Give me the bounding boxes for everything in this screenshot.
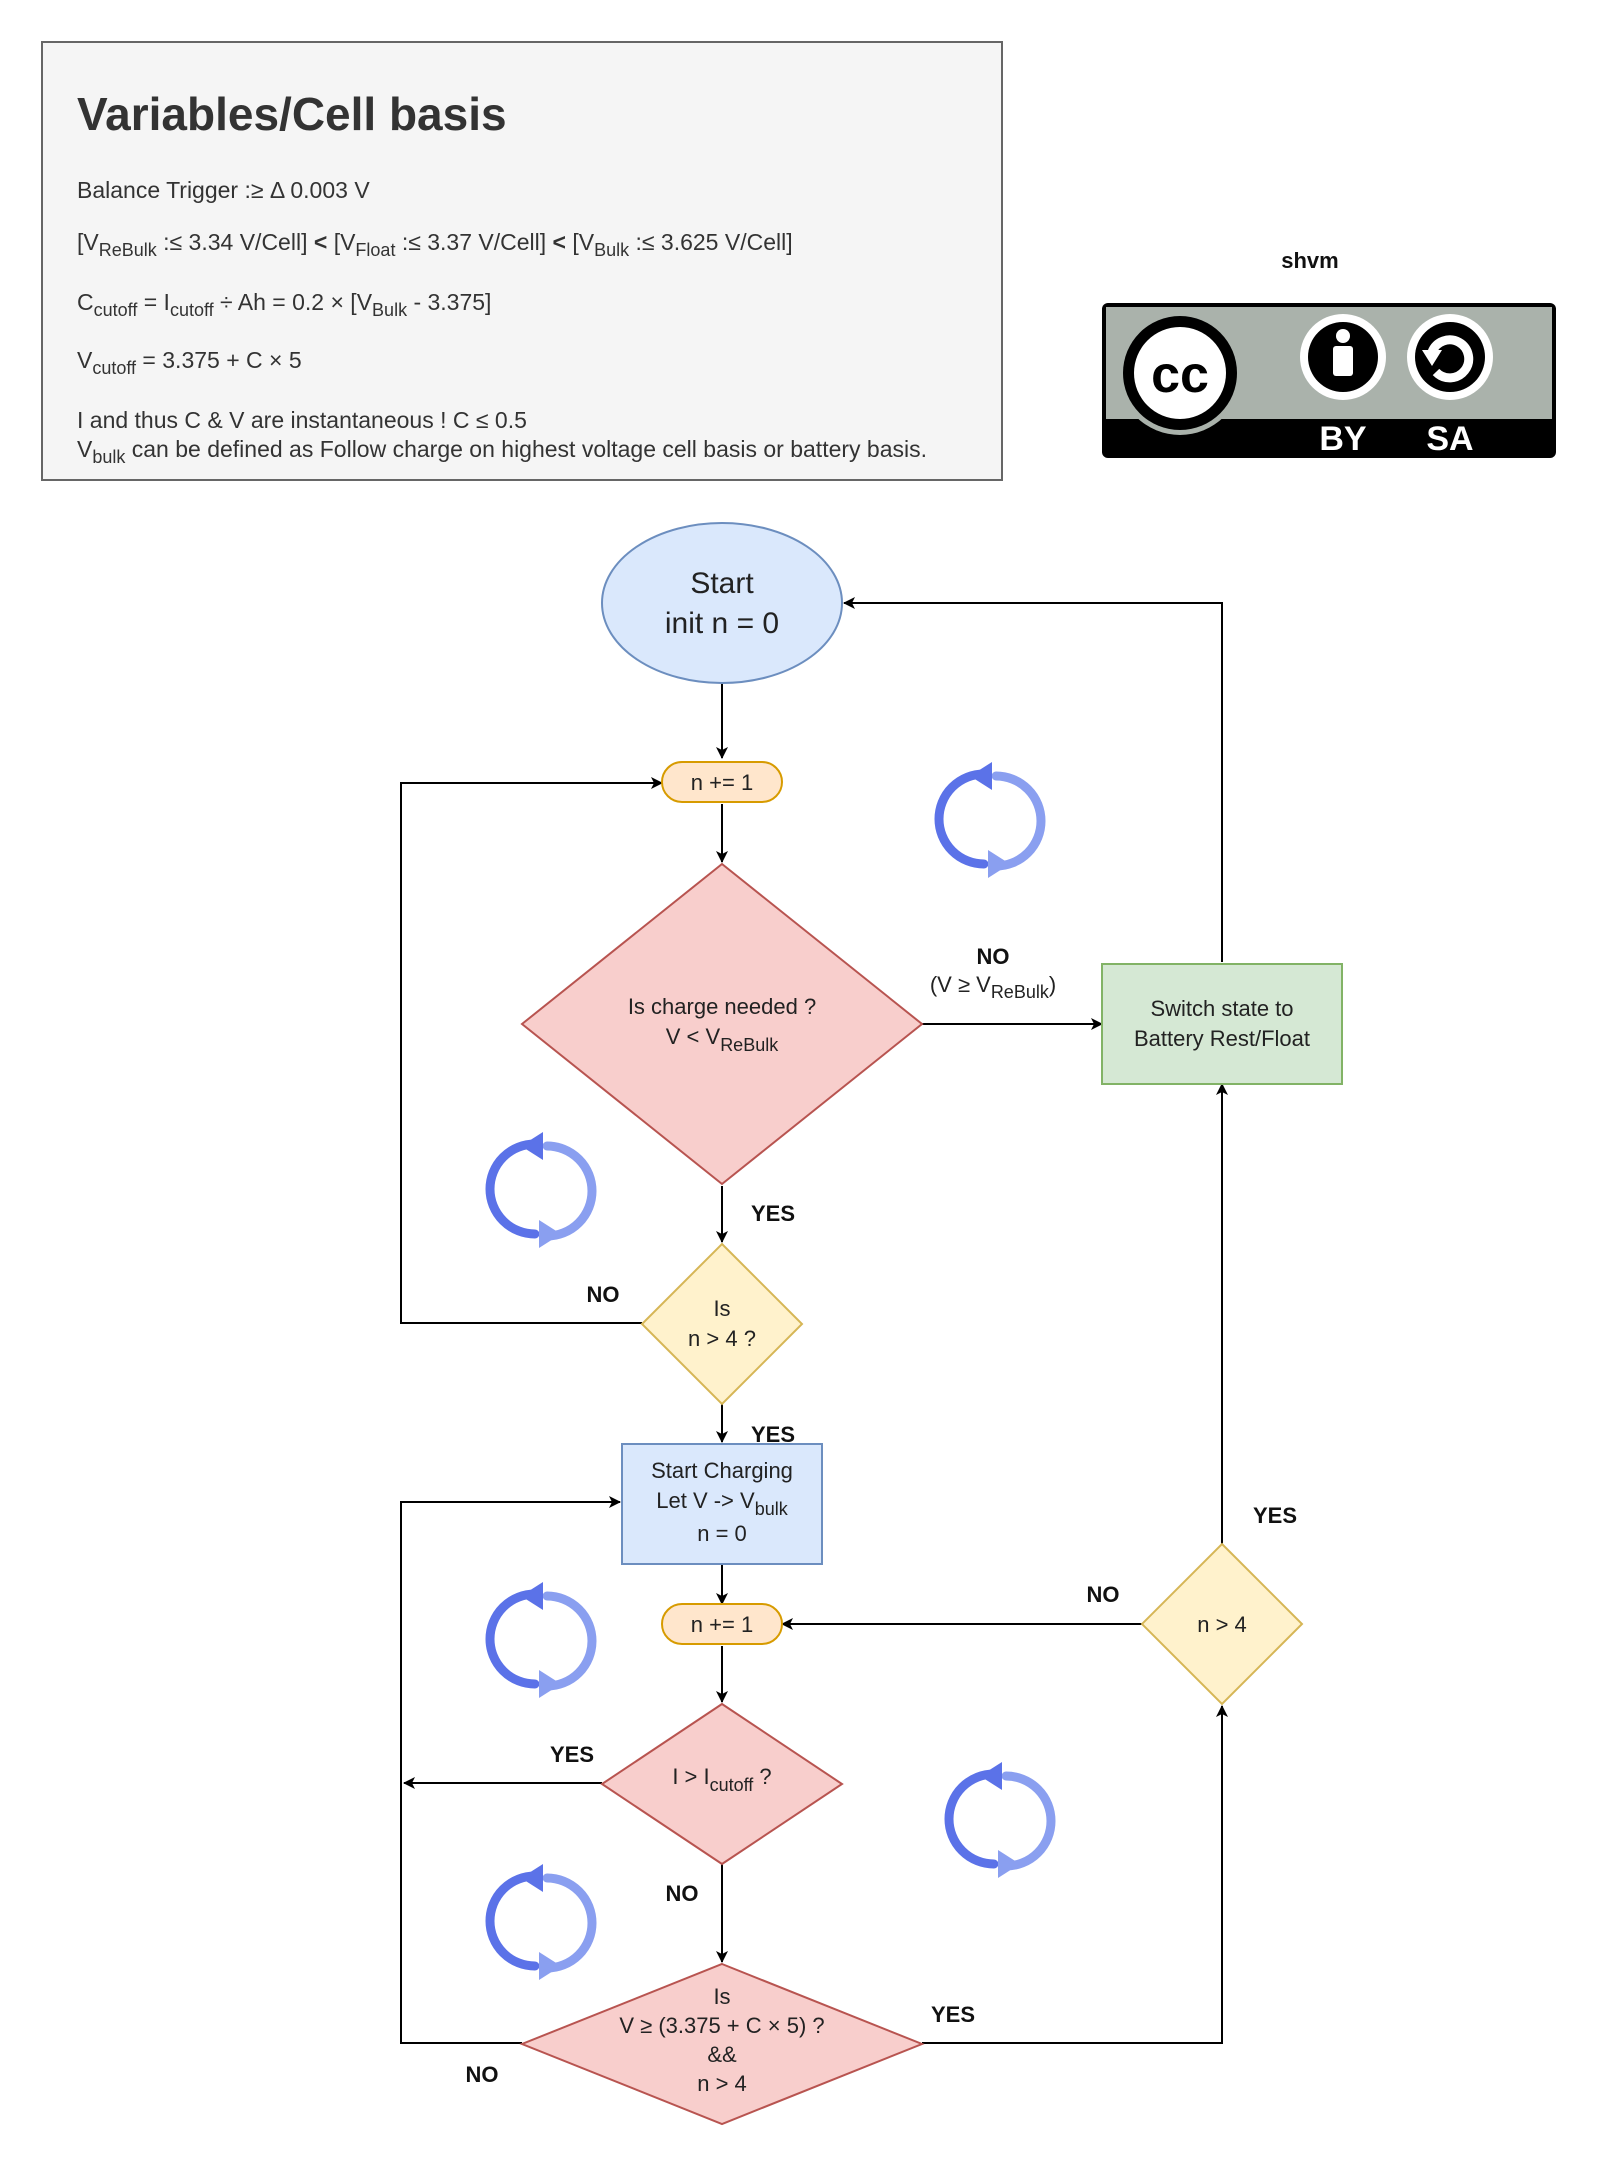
vbulk-note: Vbulk can be defined as Follow charge on… [77,436,928,467]
label-yes-right: YES [1253,1503,1297,1528]
increment-node-2: n += 1 [661,1603,783,1645]
svg-text:I > Icutoff ?: I > Icutoff ? [672,1764,771,1795]
increment-node-1: n += 1 [661,761,783,803]
v-cutoff-line: Vcutoff = 3.375 + C × 5 [77,347,302,378]
variables-title: Variables/Cell basis [77,88,507,140]
label-yes-final: YES [931,2002,975,2027]
n-gt-4-decision: Is n > 4 ? [640,1242,804,1406]
svg-text:cc: cc [1151,346,1209,404]
license-by: BY [1319,420,1367,458]
license-sa: SA [1426,420,1473,458]
loop-arrows-icon [490,1582,592,1698]
svg-text:Let V -> Vbulk: Let V -> Vbulk [656,1488,788,1519]
label-no-current: NO [666,1881,699,1906]
label-yes-charge: YES [751,1201,795,1226]
label-no-loop1: NO [587,1282,620,1307]
label-no-rebulk-condition: (V ≥ VReBulk) [930,972,1056,1002]
svg-text:n > 4: n > 4 [697,2071,747,2096]
loop-arrows-icon [490,1864,592,1980]
svg-text:n = 0: n = 0 [697,1521,747,1546]
svg-text:Switch state to: Switch state to [1150,996,1293,1021]
variables-panel: Variables/Cell basis Balance Trigger :≥ … [41,41,1003,481]
label-no-right: NO [1087,1582,1120,1607]
n-gt-4-right-decision: n > 4 [1140,1542,1304,1706]
loop-arrows-icon [939,762,1041,878]
svg-text:V < VReBulk: V < VReBulk [666,1024,779,1055]
label-yes-start-charging: YES [751,1422,795,1447]
svg-text:n > 4: n > 4 [1197,1612,1247,1637]
switch-state-node: Switch state to Battery Rest/Float [1101,963,1343,1085]
svg-text:Is charge needed ?: Is charge needed ? [628,994,816,1019]
connectors [400,597,1228,2044]
edge-n4-no-loop [400,777,663,1324]
balance-trigger-line: Balance Trigger :≥ Δ 0.003 V [77,177,370,203]
svg-text:V ≥ (3.375 + C × 5) ?: V ≥ (3.375 + C × 5) ? [619,2013,824,2038]
svg-text:&&: && [707,2042,737,2067]
loop-arrows-icon [949,1762,1051,1878]
svg-text:Start: Start [690,567,754,600]
svg-text:n += 1: n += 1 [691,1612,753,1637]
final-check-decision: Is V ≥ (3.375 + C × 5) ? && n > 4 [519,1962,925,2126]
author-label: shvm [1281,248,1338,273]
svg-text:n += 1: n += 1 [691,770,753,795]
svg-text:init n = 0: init n = 0 [665,607,779,640]
edge-switch-to-start [843,597,1223,962]
svg-text:Start Charging: Start Charging [651,1458,793,1483]
svg-text:Battery Rest/Float: Battery Rest/Float [1134,1026,1310,1051]
start-charging-node: Start Charging Let V -> Vbulk n = 0 [621,1443,823,1565]
svg-text:n > 4 ?: n > 4 ? [688,1326,756,1351]
loop-arrows-icon [490,1132,592,1248]
instantaneous-note: I and thus C & V are instantaneous ! C ≤… [77,407,527,433]
cc-by-sa-license-icon: cc BY SA [1102,303,1556,458]
label-no-final: NO [466,2062,499,2087]
c-cutoff-line: Ccutoff = Icutoff ÷ Ah = 0.2 × [VBulk - … [77,289,492,320]
edge-final-no-loop [400,1496,621,2044]
svg-text:Is: Is [713,1984,730,2009]
label-yes-current: YES [550,1742,594,1767]
current-check-decision: I > Icutoff ? [600,1702,844,1866]
svg-text:Is: Is [713,1296,730,1321]
charge-needed-decision: Is charge needed ? V < VReBulk [520,862,924,1186]
start-node: Start init n = 0 [601,522,843,684]
edge-final-yes [922,1705,1228,2044]
voltage-ranges-line: [VReBulk :≤ 3.34 V/Cell] < [VFloat :≤ 3.… [77,229,793,260]
label-no-rebulk: NO [977,944,1010,969]
